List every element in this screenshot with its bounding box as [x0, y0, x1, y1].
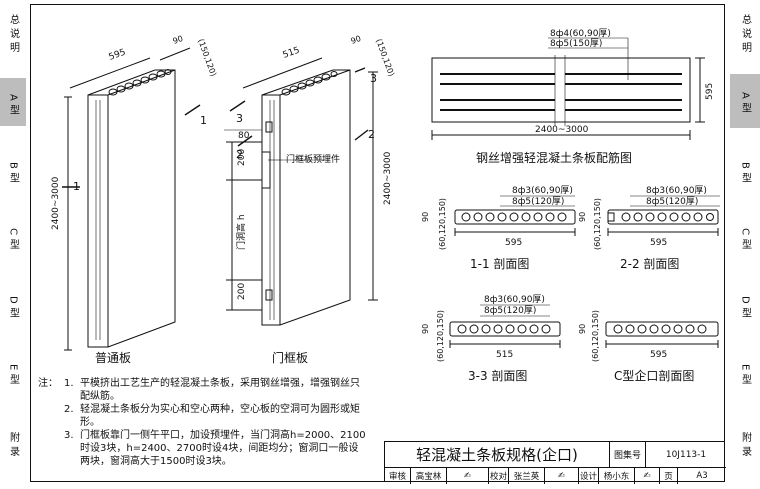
drawing-frame	[30, 4, 725, 482]
checker-name: 张兰英	[509, 468, 545, 484]
section-2-2	[607, 195, 720, 236]
note-3: 3. 门框板靠门一侧午平口，加设预埋件，当门洞高h=2000、2100时设3块，…	[64, 430, 366, 467]
secC-title: C型企口剖面图	[614, 368, 694, 383]
tab-type-e[interactable]: E型	[7, 364, 19, 389]
frame-height-dim: 2400~3000	[383, 151, 393, 205]
reviewer-name: 高宝林	[411, 468, 447, 484]
sec33-title: 3-3 剖面图	[468, 369, 527, 383]
tab-type-a[interactable]: A型	[0, 78, 26, 126]
frame-embed-label: 门框板预埋件	[286, 153, 340, 165]
note-1: 注： 1. 平模挤出工艺生产的轻混凝土条板，采用钢丝增强，增强钢丝只配纵筋。	[38, 378, 360, 402]
signature-row: 审核 高宝林 ✍ 校对 张兰英 ✍ 设计 杨小东 ✍ 页 A3	[385, 467, 726, 484]
frame-panel-caption: 门框板	[272, 350, 308, 365]
tab-general[interactable]: 总说明	[7, 14, 19, 56]
tab-general-right[interactable]: 总说明	[739, 14, 751, 56]
plain-panel-drawing	[62, 47, 201, 351]
frame-door-height: 门洞高 h	[235, 214, 247, 250]
plain-section-mark-1: 1	[73, 180, 80, 193]
sec22-title: 2-2 剖面图	[620, 257, 679, 271]
tab-type-c[interactable]: C型	[7, 228, 19, 253]
page-label: 页	[660, 468, 678, 484]
sec11-label-2: 8ф5(120厚)	[512, 196, 564, 207]
tab-type-d[interactable]: D型	[7, 296, 19, 322]
sec22-width: 595	[650, 238, 667, 248]
section-3-3	[449, 304, 561, 348]
reinforce-drawing	[431, 37, 705, 140]
drawing-title: 轻混凝土条板规格(企口)	[385, 442, 610, 467]
notes-lead: 注：	[38, 378, 58, 389]
reinforce-length-dim: 2400~3000	[535, 125, 589, 135]
plain-thick-alt: (150,120)	[196, 38, 218, 78]
sec11-thick: 90	[421, 212, 430, 222]
sec33-width: 515	[496, 350, 513, 360]
plain-thick-dim: 90	[172, 34, 185, 46]
left-index-tabs: 总说明 A型 B型 C型 D型 E型 附录	[0, 0, 26, 489]
note-2: 2. 轻混凝土条板分为实心和空心两种，空心板的空洞可为圆形或矩形。	[64, 404, 360, 428]
sec11-title: 1-1 剖面图	[470, 257, 529, 271]
frame-dim-80: 80	[238, 131, 250, 141]
reinforce-width-dim: 595	[705, 83, 715, 100]
tab-type-b-right[interactable]: B型	[739, 162, 751, 187]
designer-signature: ✍	[635, 468, 660, 484]
atlas-label: 图集号	[610, 442, 646, 467]
sec11-thick-alt: (60,120,150)	[438, 198, 447, 250]
reviewer-signature: ✍	[447, 468, 489, 484]
frame-thick-dim: 90	[350, 34, 363, 46]
frame-section-mark-3b: 3	[236, 112, 243, 125]
check-label: 校对	[489, 468, 509, 484]
plain-top-holes	[108, 69, 172, 96]
section-1-1	[454, 195, 576, 236]
tab-type-d-right[interactable]: D型	[739, 296, 751, 322]
plain-section-mark-1b: 1	[200, 114, 207, 127]
plain-panel-caption: 普通板	[95, 351, 131, 365]
secC-thick-alt: (60,120,150)	[591, 310, 600, 362]
sec22-thick: 90	[578, 212, 587, 222]
reinforce-title: 钢丝增强轻混凝土条板配筋图	[476, 150, 632, 165]
checker-signature: ✍	[545, 468, 579, 484]
secC-width: 595	[650, 350, 667, 360]
tab-type-c-right[interactable]: C型	[739, 228, 751, 253]
sec33-label-2: 8ф5(120厚)	[484, 305, 536, 316]
tab-type-e-right[interactable]: E型	[739, 364, 751, 389]
notes-block: 注： 1. 平模挤出工艺生产的轻混凝土条板，采用钢丝增强，增强钢丝只配纵筋。 2…	[38, 377, 368, 468]
tab-appendix[interactable]: 附录	[7, 432, 19, 460]
plain-width-dim: 595	[108, 48, 128, 63]
frame-width-dim: 515	[282, 46, 302, 61]
frame-top-holes	[281, 71, 338, 96]
section-c-type	[605, 321, 719, 348]
tab-type-b[interactable]: B型	[7, 162, 19, 187]
sec22-label-1: 8ф3(60,90厚)	[646, 185, 707, 196]
reinforce-label-2: 8ф5(150厚)	[550, 38, 602, 49]
sec22-thick-alt: (60,120,150)	[593, 198, 602, 250]
designer-name: 杨小东	[599, 468, 635, 484]
secC-thick: 90	[578, 324, 587, 334]
reinforce-label-1: 8ф4(60,90厚)	[550, 28, 611, 39]
tab-appendix-right[interactable]: 附录	[739, 432, 751, 460]
sec33-thick: 90	[421, 324, 430, 334]
title-block: 轻混凝土条板规格(企口) 图集号 10J113-1 审核 高宝林 ✍ 校对 张兰…	[384, 441, 726, 484]
tab-type-a-right[interactable]: A型	[730, 74, 760, 128]
plain-height-dim: 2400~3000	[51, 176, 61, 230]
design-label: 设计	[579, 468, 599, 484]
right-index-tabs: 总说明 A型 B型 C型 D型 E型 附录	[730, 0, 760, 489]
frame-dim-200-top: 200	[237, 149, 247, 166]
sec33-thick-alt: (60,120,150)	[436, 310, 445, 362]
sec11-width: 595	[505, 238, 522, 248]
sec22-label-2: 8ф5(120厚)	[646, 196, 698, 207]
frame-panel-drawing	[224, 57, 378, 326]
page-number: A3	[696, 471, 708, 481]
frame-dim-200-bottom: 200	[237, 283, 247, 300]
review-label: 审核	[385, 468, 411, 484]
sec11-label-1: 8ф3(60,90厚)	[512, 185, 573, 196]
frame-section-mark-2: 2	[236, 148, 243, 161]
frame-section-mark-2b: 2	[368, 128, 375, 141]
sec33-label-1: 8ф3(60,90厚)	[484, 294, 545, 305]
frame-section-mark-3: 3	[370, 72, 377, 85]
atlas-number: 10J113-1	[665, 449, 707, 460]
